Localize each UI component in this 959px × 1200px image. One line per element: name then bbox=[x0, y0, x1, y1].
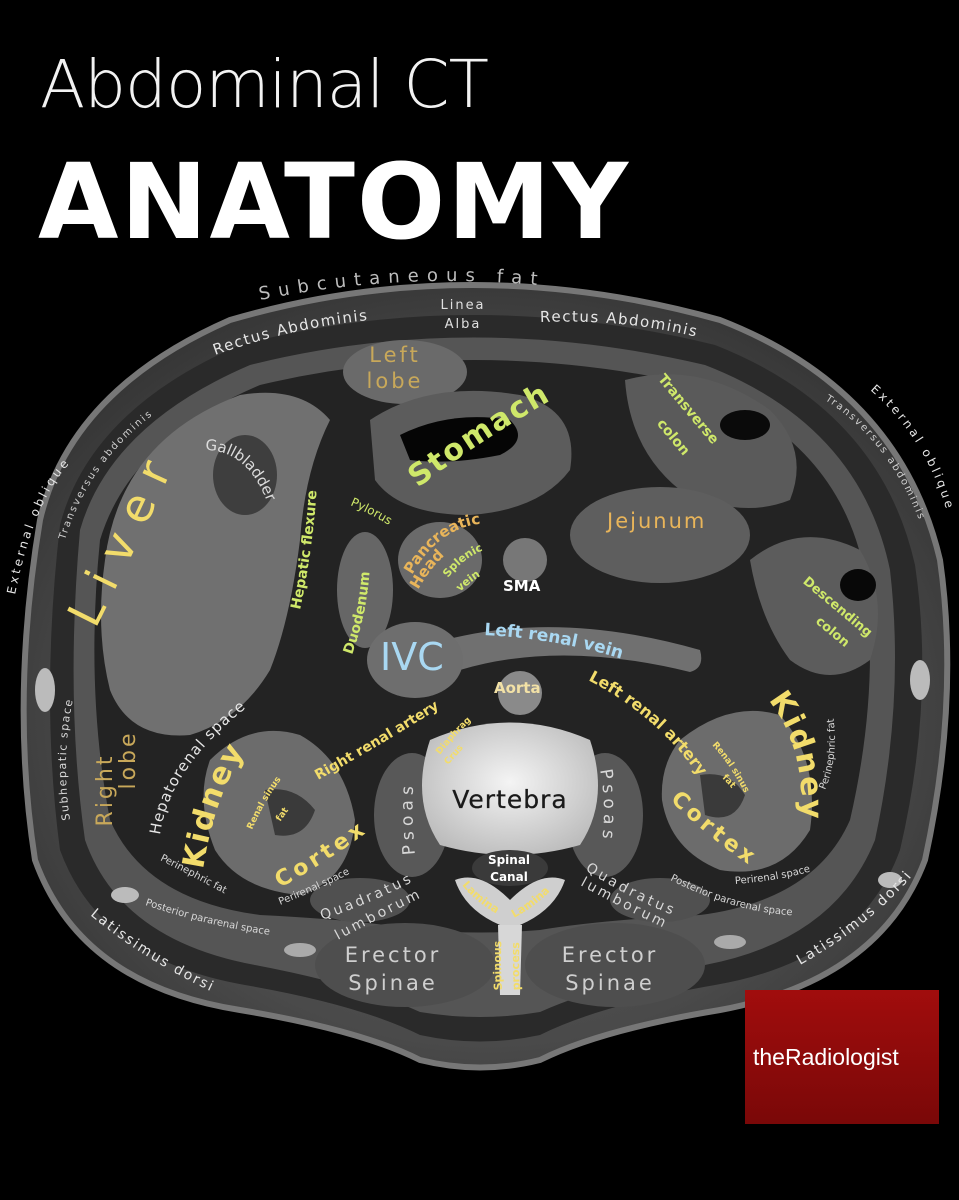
transverse-colon bbox=[625, 374, 797, 508]
pancreatic-head bbox=[398, 522, 482, 598]
label-aorta: Aorta bbox=[494, 679, 541, 697]
label-left-lobe-1: Left bbox=[369, 343, 421, 367]
right-erector-spinae bbox=[525, 923, 705, 1007]
label-erector-right: Erector bbox=[562, 943, 659, 967]
rib bbox=[111, 887, 139, 903]
label-spinae-left: Spinae bbox=[348, 971, 438, 995]
descending-colon-gas bbox=[840, 569, 876, 601]
rib bbox=[878, 872, 902, 888]
lamina bbox=[455, 877, 565, 925]
label-jejunum: Jejunum bbox=[605, 509, 706, 533]
right-quadratus bbox=[610, 878, 710, 922]
vertebral-body bbox=[422, 722, 598, 855]
rib bbox=[714, 935, 746, 949]
left-quadratus bbox=[310, 878, 410, 922]
label-erector-left: Erector bbox=[345, 943, 442, 967]
ivc bbox=[367, 622, 463, 698]
title-line-2: ANATOMY bbox=[38, 141, 631, 263]
stomach-gas bbox=[400, 417, 518, 462]
label-alba: Alba bbox=[445, 317, 482, 332]
left-renal-vein bbox=[445, 627, 702, 672]
left-lobe bbox=[343, 340, 467, 404]
left-erector-spinae bbox=[315, 923, 495, 1007]
aorta bbox=[498, 671, 542, 715]
sma-vessel bbox=[503, 538, 547, 582]
label-spinal: Spinal bbox=[488, 853, 530, 867]
brand-name: theRadiologist bbox=[753, 1044, 899, 1070]
label-sma: SMA bbox=[503, 577, 541, 595]
duodenum bbox=[337, 532, 393, 648]
label-right-lobe-2: lobe bbox=[116, 730, 141, 789]
right-renal-sinus bbox=[265, 789, 315, 836]
label-vertebra: Vertebra bbox=[452, 785, 567, 814]
label-spinous: Spinous bbox=[491, 940, 505, 990]
brand-logo: theRadiologist bbox=[745, 990, 939, 1124]
label-left-lobe-2: lobe bbox=[367, 369, 424, 393]
label-canal: Canal bbox=[490, 870, 528, 884]
spinous-process bbox=[498, 925, 522, 995]
rib bbox=[35, 668, 55, 712]
spinal-canal bbox=[472, 850, 548, 886]
rib bbox=[910, 660, 930, 700]
rib bbox=[284, 943, 316, 957]
label-linea: Linea bbox=[440, 298, 485, 313]
label-psoas-left: Psoas bbox=[397, 781, 419, 856]
descending-colon bbox=[750, 537, 878, 675]
title-line-1: Abdominal CT bbox=[40, 46, 489, 123]
colon-gas bbox=[720, 410, 770, 440]
label-process: process bbox=[509, 942, 523, 991]
label-psoas-right: Psoas bbox=[595, 768, 619, 845]
left-renal-sinus bbox=[700, 774, 745, 818]
jejunum bbox=[570, 487, 750, 583]
label-right-lobe-1: Right bbox=[93, 754, 118, 827]
gallbladder bbox=[213, 435, 277, 515]
label-spinae-right: Spinae bbox=[565, 971, 655, 995]
label-ivc: IVC bbox=[380, 635, 444, 679]
